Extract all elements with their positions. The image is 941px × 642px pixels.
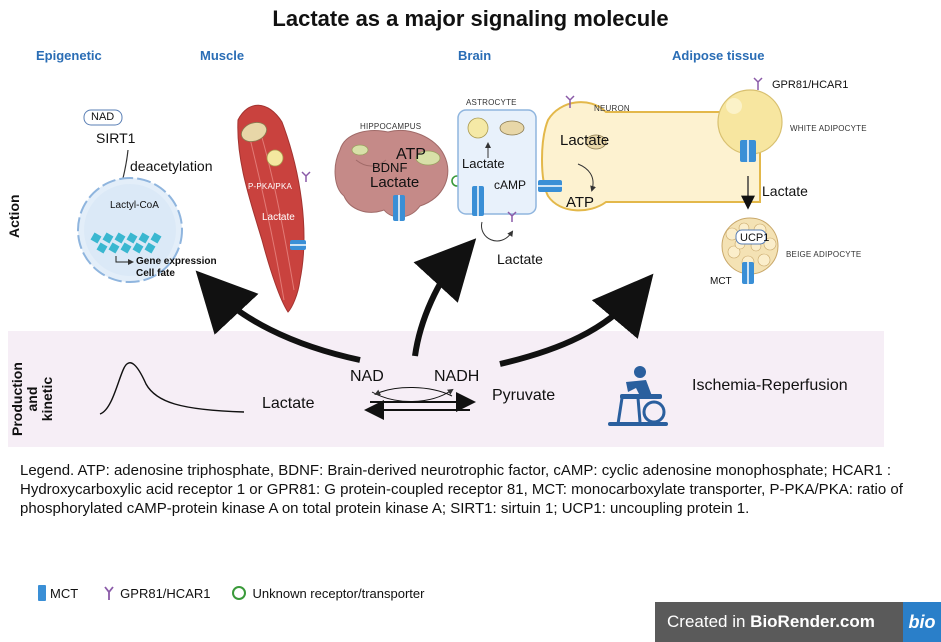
label-prod-nad: NAD [350,368,384,385]
key-mct: MCT [50,585,79,601]
label-hippocampus: HIPPOCAMPUS [360,122,422,131]
label-camp: cAMP [494,178,527,192]
key-unknown: Unknown receptor/transporter [252,585,425,601]
label-ischemia: Ischemia-Reperfusion [692,377,848,394]
beige-adipocyte-icon [721,217,779,284]
label-prod-nadh: NADH [434,368,480,385]
section-brain: Brain [458,48,492,63]
label-astrocyte: ASTROCYTE [466,98,517,107]
label-nad-pill: NAD [91,111,115,123]
label-ucp1: UCP1 [740,232,770,244]
section-muscle: Muscle [200,48,245,63]
label-muscle-lactate: Lactate [262,212,295,223]
production-band [8,331,884,447]
label-lactate-hippo: Lactate [370,174,420,191]
diagram-illustrations [77,77,783,426]
label-atp-hippo: ATP [396,146,426,163]
label-lactate-neuron: Lactate [560,132,610,149]
arrow-to-epigenetic-icon [195,270,361,363]
label-neuron: NEURON [594,104,630,113]
unknown-key-icon [232,586,247,600]
white-adipocyte-icon [717,77,783,162]
label-atp-neuron: ATP [566,194,595,211]
nad-pill [83,109,123,126]
key-gpr81: GPR81/HCAR1 [120,585,211,601]
receptor-key-icon [104,586,114,600]
legend-text: Legend. ATP: adenosine triphosphate, BDN… [20,462,903,517]
label-adipose-mct: MCT [710,276,732,287]
watermark-text: Created in BioRender.com [667,612,875,631]
hippocampus-icon [334,130,449,221]
kinetic-curve-icon [99,362,245,415]
muscle-fiber-icon [237,104,311,313]
label-lactate-astrocyte: Lactate [462,156,505,171]
label-adipose-lactate: Lactate [762,183,808,199]
label-prod-pyruvate: Pyruvate [492,387,556,404]
section-epigenetic: Epigenetic [36,48,102,63]
mct-key-icon [38,585,46,601]
neuron-icon [541,95,761,212]
label-bdnf: BDNF [372,160,408,175]
label-prod-lactate: Lactate [262,395,315,412]
arrow-to-brain-icon [412,238,477,357]
biorender-watermark: Created in BioRender.com bio [655,602,941,642]
biorender-logo-icon: bio [903,602,941,642]
arrow-to-adipose-icon [499,273,654,367]
section-adipose: Adipose tissue [672,48,765,63]
page-title: Lactate as a major signaling molecule [272,6,669,31]
astrocyte-icon [457,109,537,242]
label-deacetylation: deacetylation [130,158,213,174]
symbol-key: MCT GPR81/HCAR1 Unknown receptor/transpo… [38,585,424,601]
label-lactate-below: Lactate [497,251,543,267]
label-sirt1: SIRT1 [96,130,136,146]
label-gene-expression: Gene expression [136,256,217,267]
label-cell-fate: Cell fate [136,268,175,279]
cyclist-icon [608,366,668,426]
label-gpr81: GPR81/HCAR1 [772,79,849,91]
label-lactyl-coa: Lactyl-CoA [110,200,159,211]
label-white-adipocyte: WHITE ADIPOCYTE [790,124,867,133]
label-beige-adipocyte: BEIGE ADIPOCYTE [786,250,862,259]
label-ppka: P-PKA/PKA [248,182,293,191]
nucleus-icon [77,177,183,283]
